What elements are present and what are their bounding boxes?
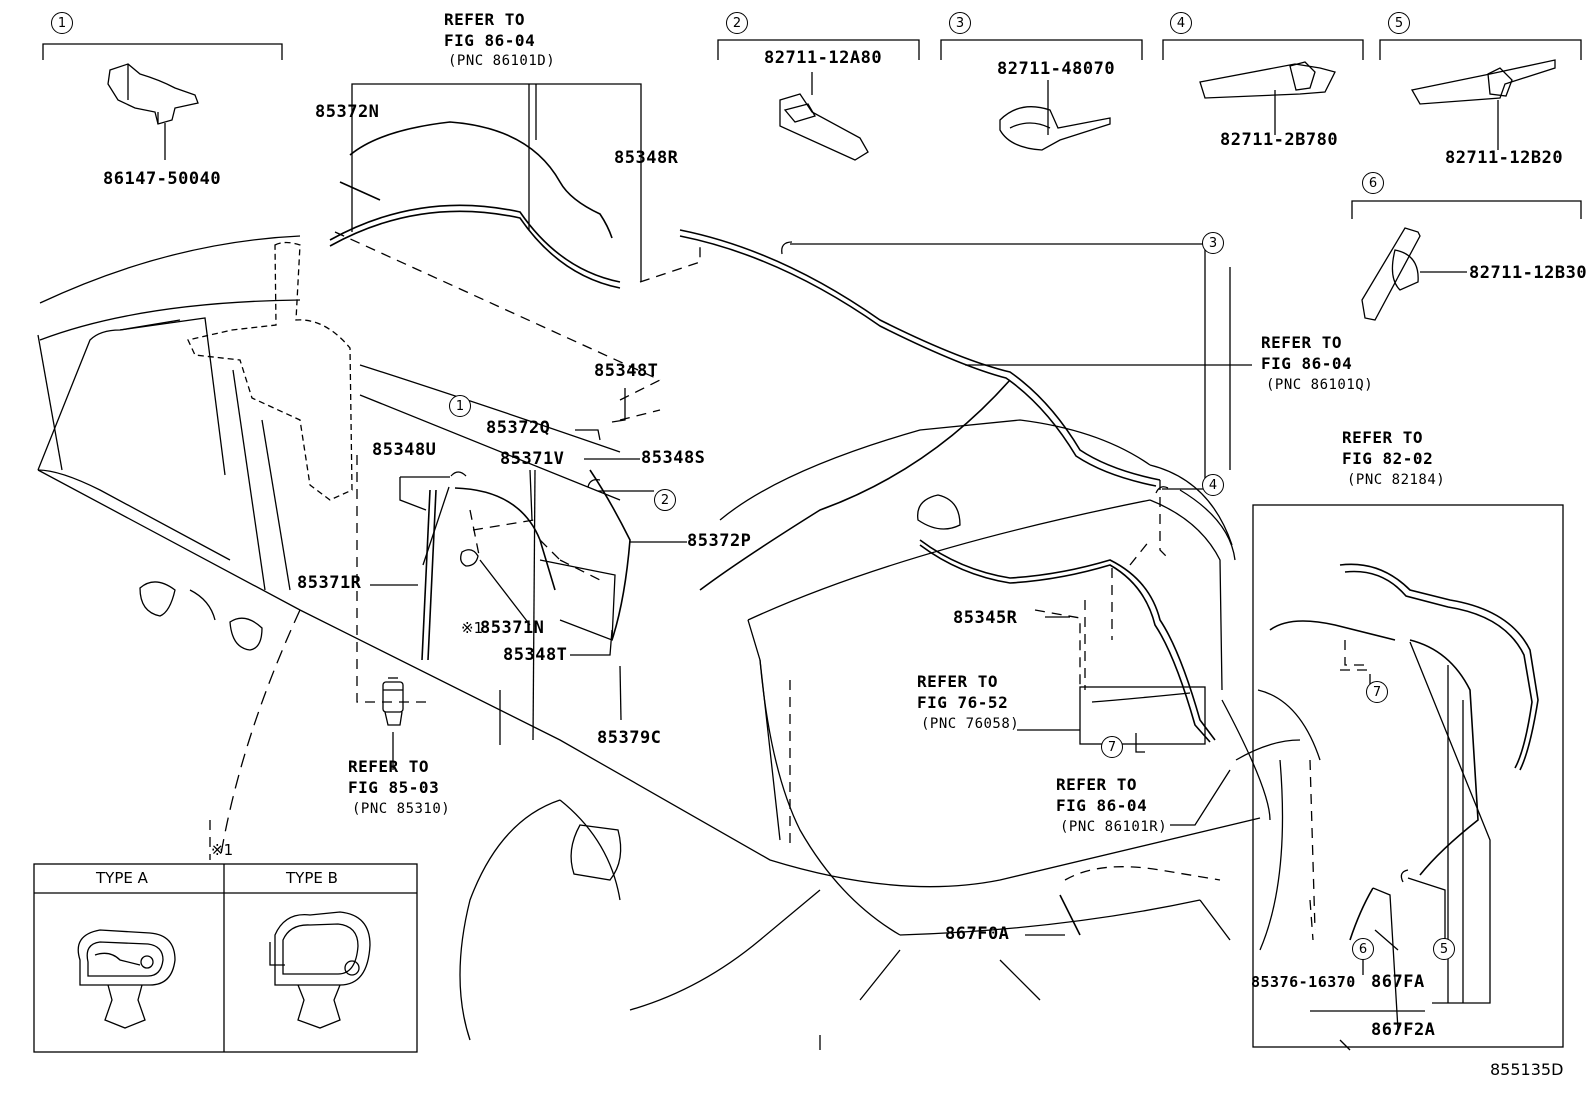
ref-6-line1: REFER TO xyxy=(1056,775,1138,794)
ref-4-line1: REFER TO xyxy=(917,672,999,691)
ref-6-line3: (PNC 86101R) xyxy=(1060,819,1168,835)
part-85371N: 85371N xyxy=(480,618,545,638)
ref-3-line1: REFER TO xyxy=(1342,428,1424,447)
part-82711-2B780: 82711-2B780 xyxy=(1220,130,1339,150)
rear-roof-hose xyxy=(679,229,1161,591)
callout-body-3: 3 xyxy=(1202,232,1224,254)
part-867FA: 867FA xyxy=(1371,972,1425,992)
part-85372P: 85372P xyxy=(687,531,752,551)
part-85371V: 85371V xyxy=(500,449,565,469)
ref-1-line2: FIG 86-04 xyxy=(444,31,536,50)
clip-82711-48070-icon xyxy=(999,80,1111,151)
part-85376-16370: 85376-16370 xyxy=(1251,973,1356,991)
bracket-1 xyxy=(42,43,283,60)
bracket-3 xyxy=(940,39,1143,60)
callout-box-5: 5 xyxy=(1433,938,1455,960)
ref-2-line1: REFER TO xyxy=(1261,333,1343,352)
vehicle-body-outline xyxy=(37,235,1351,1051)
diagram-id: 855135D xyxy=(1490,1060,1564,1079)
part-867F2A: 867F2A xyxy=(1371,1020,1436,1040)
part-85379C: 85379C xyxy=(597,728,662,748)
washer-tank xyxy=(187,241,353,501)
part-85348S: 85348S xyxy=(641,448,706,468)
ref-5-line3: (PNC 85310) xyxy=(352,801,451,817)
clamp-icons xyxy=(450,241,1409,883)
ref-2-line3: (PNC 86101Q) xyxy=(1266,377,1374,393)
tailgate-hose xyxy=(919,539,1216,936)
ref-2-line2: FIG 86-04 xyxy=(1261,354,1353,373)
type-a-label: TYPE A xyxy=(96,869,148,887)
part-85372N: 85372N xyxy=(315,102,380,122)
type-a-clip-icon xyxy=(77,929,176,1029)
clip-85371N-icon xyxy=(460,549,479,567)
part-82711-12B30: 82711-12B30 xyxy=(1469,263,1588,283)
clip-86147-icon xyxy=(107,63,199,160)
washer-pump-icon xyxy=(382,677,404,726)
roof-washer-hose xyxy=(329,121,621,289)
ref-bracket-top xyxy=(351,83,642,282)
callout-4: 4 xyxy=(1170,12,1192,34)
clip-82711-12A80-icon xyxy=(779,72,869,161)
clip-82711-2B780-icon xyxy=(1199,61,1336,135)
ref-4-line2: FIG 76-52 xyxy=(917,693,1009,712)
note-marker: ※1 xyxy=(211,841,234,859)
type-box xyxy=(33,863,418,1053)
ref-3-line2: FIG 82-02 xyxy=(1342,449,1434,468)
ref-1-line3: (PNC 86101D) xyxy=(448,53,556,69)
ref-5-line1: REFER TO xyxy=(348,757,430,776)
clip-82711-12B20-icon xyxy=(1410,59,1556,150)
part-85345R: 85345R xyxy=(953,608,1018,628)
refer-box-76-52 xyxy=(1079,686,1206,745)
callout-box-6: 6 xyxy=(1352,938,1374,960)
part-82711-12A80: 82711-12A80 xyxy=(764,48,883,68)
note-marker-85371N: ※1 xyxy=(461,619,484,637)
clip-82711-12B30-icon xyxy=(1361,227,1467,321)
type-b-clip-icon xyxy=(269,911,371,1029)
rear-washer-hose-assembly xyxy=(1269,563,1539,941)
part-82711-48070: 82711-48070 xyxy=(997,59,1116,79)
ref-6-line2: FIG 86-04 xyxy=(1056,796,1148,815)
callout-body-7a: 7 xyxy=(1366,681,1388,703)
callout-body-7b: 7 xyxy=(1101,736,1123,758)
callout-3: 3 xyxy=(949,12,971,34)
bracket-4 xyxy=(1162,39,1364,60)
ref-1-line1: REFER TO xyxy=(444,10,526,29)
part-85371R: 85371R xyxy=(297,573,362,593)
part-82711-12B20: 82711-12B20 xyxy=(1445,148,1564,168)
refer-box-82-02 xyxy=(1252,504,1564,1048)
callout-6: 6 xyxy=(1362,172,1384,194)
ref-4-line3: (PNC 76058) xyxy=(921,716,1020,732)
callout-body-1: 1 xyxy=(449,395,471,417)
part-85348T-low: 85348T xyxy=(503,645,568,665)
ref-5-line2: FIG 85-03 xyxy=(348,778,440,797)
type-b-label: TYPE B xyxy=(286,869,338,887)
part-867F0A: 867F0A xyxy=(945,924,1010,944)
bracket-5 xyxy=(1379,39,1582,60)
part-85348U: 85348U xyxy=(372,440,437,460)
bracket-2 xyxy=(717,39,920,60)
bracket-6 xyxy=(1351,200,1582,219)
callout-body-2: 2 xyxy=(654,489,676,511)
callout-5: 5 xyxy=(1388,12,1410,34)
part-85348T-top: 85348T xyxy=(594,361,659,381)
part-85348R: 85348R xyxy=(614,148,679,168)
part-85372Q: 85372Q xyxy=(486,418,551,438)
callout-2: 2 xyxy=(726,12,748,34)
part-86147-50040: 86147-50040 xyxy=(103,169,222,189)
ref-3-line3: (PNC 82184) xyxy=(1347,472,1446,488)
callout-1: 1 xyxy=(51,12,73,34)
callout-body-4: 4 xyxy=(1202,474,1224,496)
